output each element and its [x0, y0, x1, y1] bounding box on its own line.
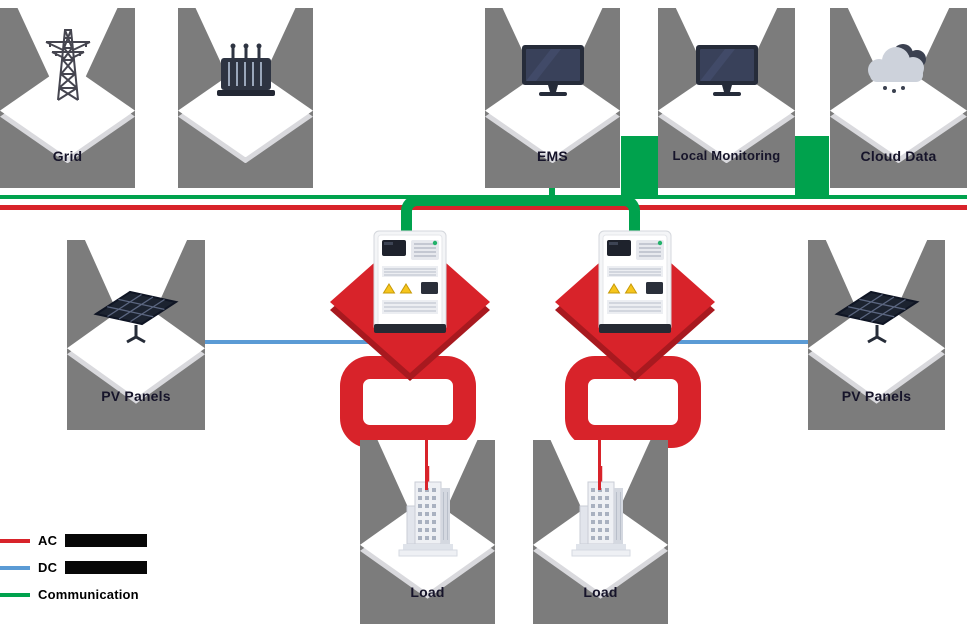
tile-pv-panels-right: PV Panels — [808, 240, 945, 430]
legend-communication-line — [0, 592, 30, 597]
solar-panel-icon — [93, 290, 179, 344]
solar-panel-icon — [833, 290, 920, 344]
tile-label: PV Panels — [841, 388, 912, 405]
tile-pv-panels-left: PV Panels — [67, 240, 205, 430]
tile-label: Load — [410, 583, 445, 600]
tile-label: Grid — [52, 148, 83, 165]
legend-item-communication: Communication — [0, 587, 139, 602]
legend-dc-label: DC — [38, 560, 58, 575]
tile-label: EMS — [537, 148, 568, 165]
tile-cloud-data: Cloud Data — [830, 8, 967, 188]
ac-drop-left-load — [425, 438, 428, 490]
ac-bus-line — [0, 205, 967, 210]
communication-bracket-inverters — [401, 195, 640, 242]
dc-line-right — [660, 340, 808, 344]
tile-local-monitoring: Local Monitoring — [658, 8, 795, 188]
tile-load-left: Load — [360, 440, 495, 624]
dc-line-left — [205, 340, 380, 344]
tile-label: Load — [583, 583, 618, 600]
legend-dc-line — [0, 565, 30, 570]
monitor-icon — [695, 45, 758, 96]
legend-item-dc: DC — [0, 560, 148, 575]
communication-link-monitoring-cloud — [795, 136, 829, 196]
inverter-cabinet-icon — [373, 230, 447, 333]
communication-link-ems-monitoring — [621, 136, 658, 196]
tile-label: Local Monitoring — [672, 148, 781, 164]
tile-ems: EMS — [485, 8, 620, 188]
legend-redaction-bar — [65, 534, 148, 547]
monitor-icon — [521, 45, 584, 96]
legend-communication-label: Communication — [38, 587, 139, 602]
building-icon — [571, 466, 630, 557]
tile-label: PV Panels — [101, 388, 171, 405]
legend-redaction-bar — [65, 561, 148, 574]
cloud-icon — [867, 44, 926, 93]
transmission-tower-icon — [45, 29, 90, 101]
tile-label: Cloud Data — [860, 148, 937, 165]
tile-load-right: Load — [533, 440, 668, 624]
legend-item-ac: AC — [0, 533, 148, 548]
legend-ac-line — [0, 538, 30, 543]
inverter-cabinet-icon — [598, 230, 672, 333]
ac-drop-right-load — [598, 438, 601, 490]
tile-transformer — [178, 8, 313, 188]
communication-stub-ems — [549, 185, 555, 196]
tile-grid: Grid — [0, 8, 135, 188]
legend-ac-label: AC — [38, 533, 58, 548]
transformer-icon — [216, 43, 275, 96]
